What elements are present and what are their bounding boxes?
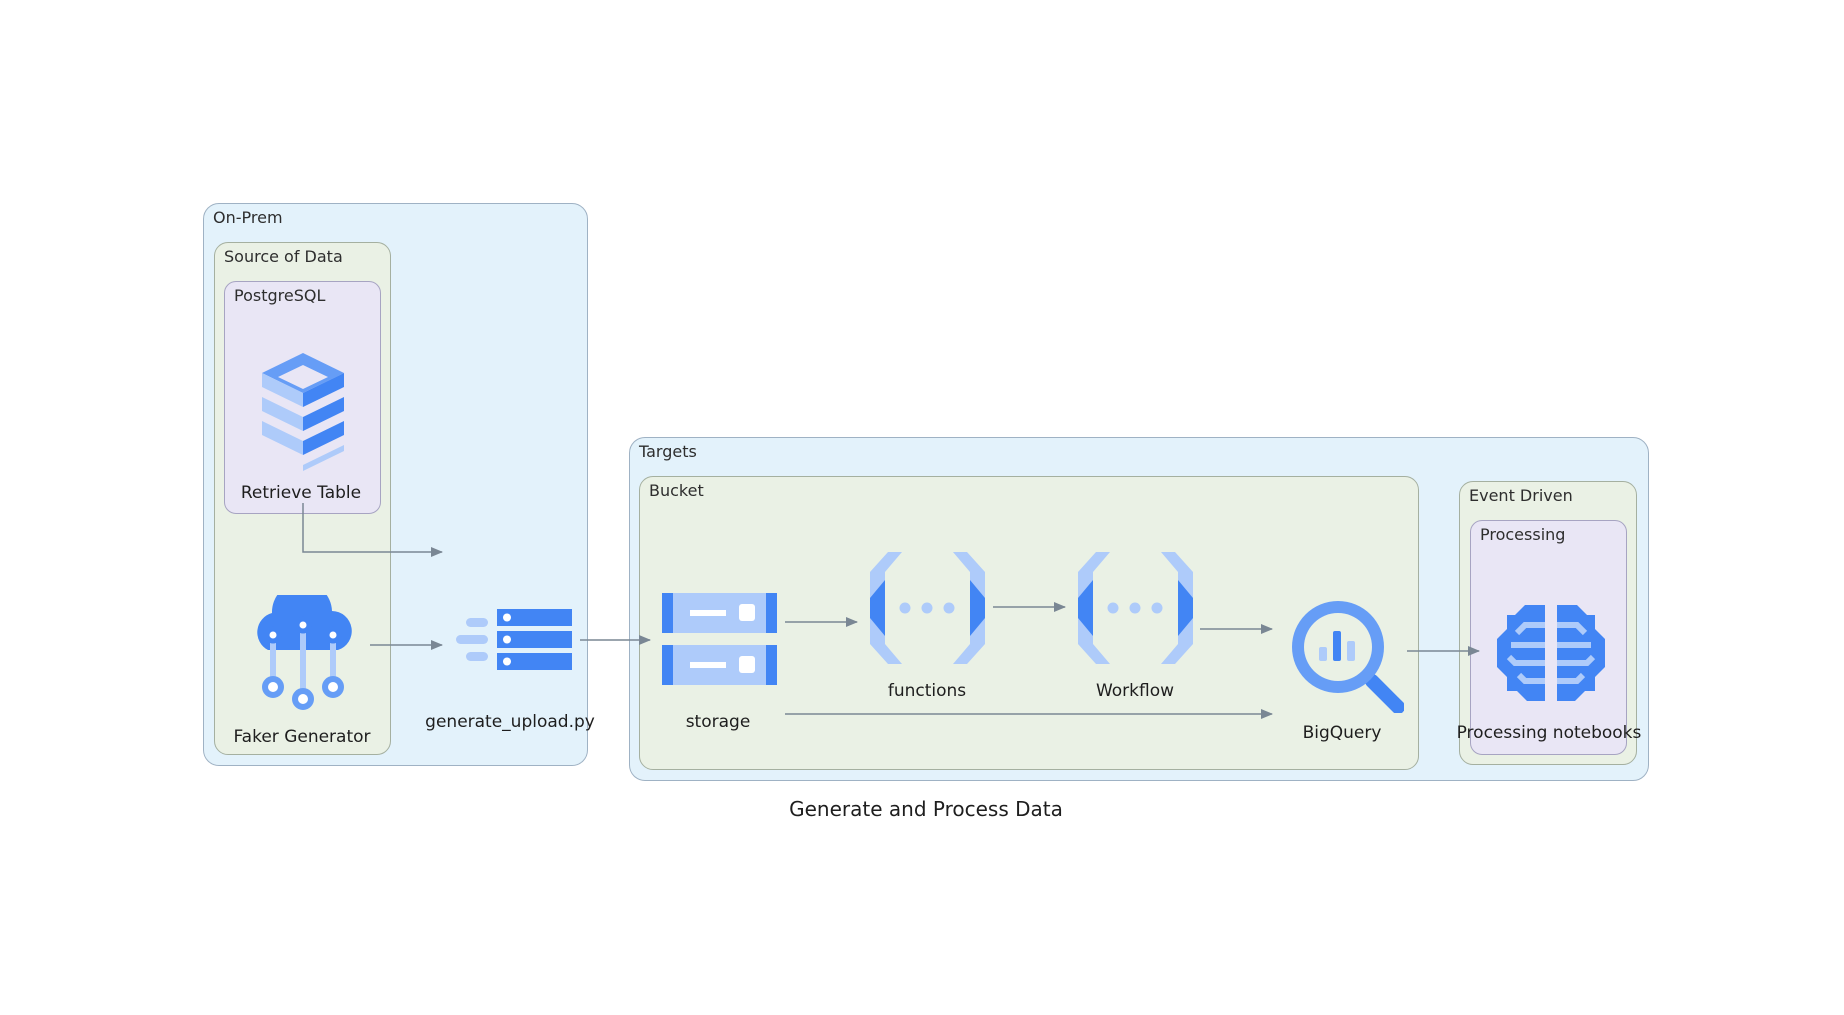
node-label-faker-generator: Faker Generator [233, 727, 371, 747]
workflow-icon [1078, 552, 1193, 664]
node-label-retrieve-table: Retrieve Table [240, 483, 362, 503]
cluster-label-source-of-data: Source of Data [224, 247, 343, 266]
node-label-generate-upload: generate_upload.py [425, 712, 595, 732]
cloud-functions-icon [870, 552, 985, 664]
cluster-label-on-prem: On-Prem [213, 208, 283, 227]
cluster-label-bucket: Bucket [649, 481, 704, 500]
bigquery-icon [1292, 601, 1404, 713]
cloud-storage-icon [662, 593, 777, 685]
edge-retrieve-to-generate [302, 503, 443, 557]
cloud-iot-icon [257, 595, 352, 710]
ai-brain-icon [1497, 605, 1605, 701]
node-label-workflow: Workflow [1095, 681, 1175, 701]
database-stack-icon [262, 353, 344, 471]
diagram-title: Generate and Process Data [789, 797, 1063, 821]
node-label-functions: functions [887, 681, 967, 701]
node-label-bigquery: BigQuery [1302, 723, 1382, 743]
node-label-storage: storage [685, 712, 751, 732]
cluster-label-event-driven: Event Driven [1469, 486, 1573, 505]
cluster-label-processing: Processing [1480, 525, 1566, 544]
cluster-label-postgresql: PostgreSQL [234, 286, 326, 305]
cluster-label-targets: Targets [639, 442, 697, 461]
node-label-processing-notebooks: Processing notebooks [1456, 723, 1642, 743]
data-pipeline-icon [456, 609, 572, 670]
